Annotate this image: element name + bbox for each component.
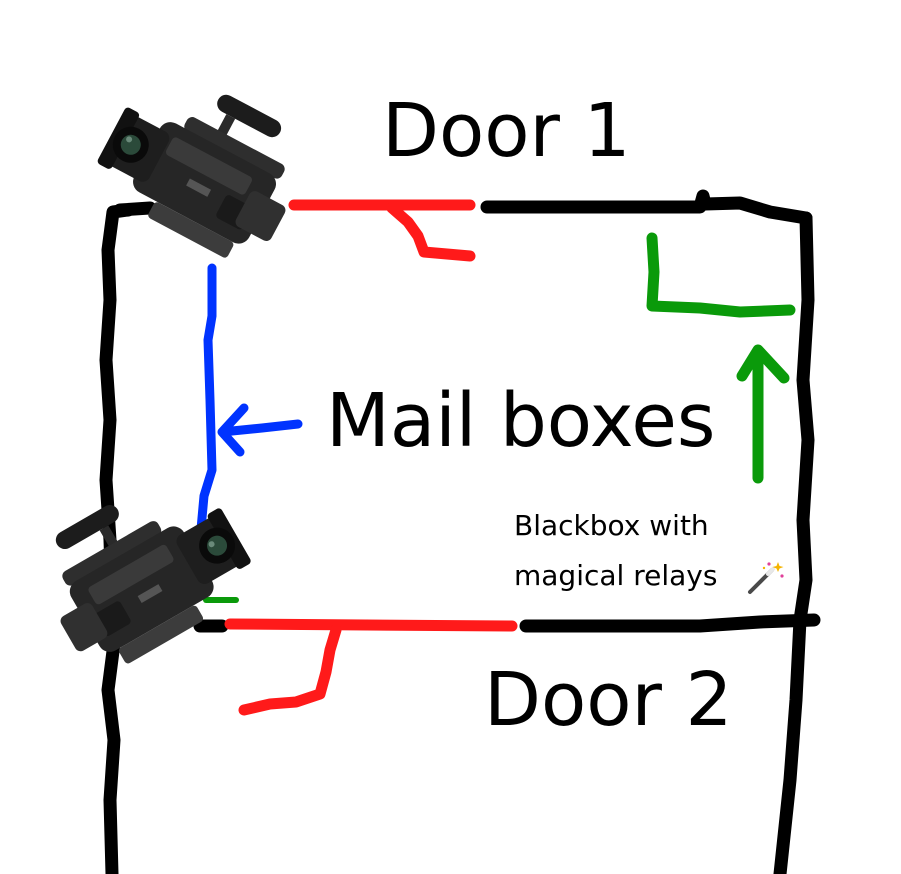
video-camera-icon	[55, 505, 251, 664]
blackbox-label-line2: magical relays	[514, 559, 718, 592]
mailboxes-line	[195, 263, 217, 545]
middle-wall	[519, 613, 821, 633]
mailboxes-arrow	[217, 403, 303, 457]
blackbox-label-line1: Blackbox with	[514, 509, 709, 542]
door-1-swing	[386, 202, 476, 262]
door-2-swing	[238, 624, 342, 716]
door-1-label: Door 1	[382, 88, 631, 174]
blackbox-arrow	[736, 344, 790, 484]
video-camera-icon	[97, 94, 286, 258]
door-2-label: Door 2	[484, 657, 733, 743]
right-wall	[773, 211, 815, 874]
top-wall-stub	[113, 201, 157, 217]
blackbox-corner	[646, 232, 796, 318]
magic-wand-icon	[748, 562, 784, 594]
mailboxes-label: Mail boxes	[326, 378, 716, 464]
top-wall	[480, 189, 813, 225]
door-2-wall-segment	[224, 618, 518, 632]
